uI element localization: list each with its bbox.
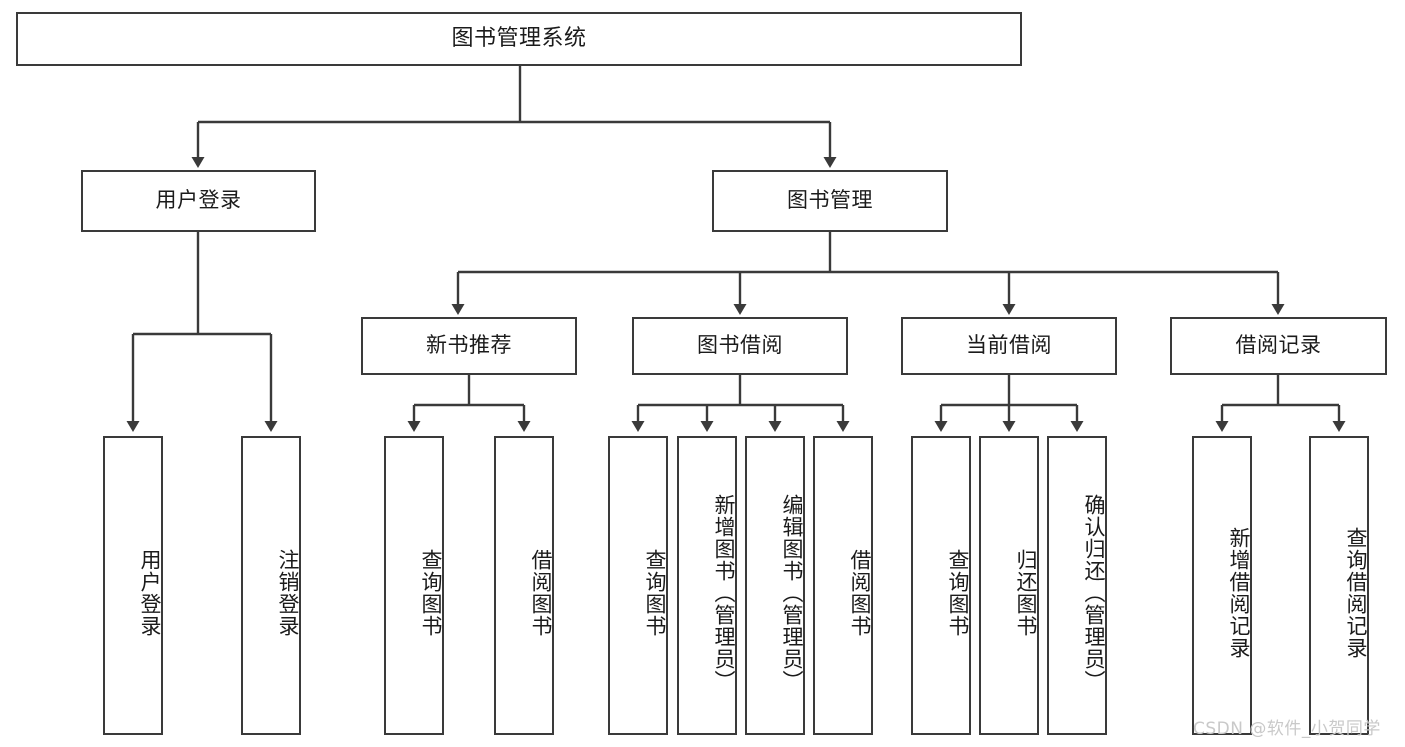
node-root-system[interactable]: 图书管理系统: [16, 12, 1022, 66]
leaf-query-book-new[interactable]: 查询图书: [384, 436, 444, 735]
node-label: 确认归还（管理员）: [1082, 493, 1106, 692]
node-borrow-record[interactable]: 借阅记录: [1170, 317, 1387, 375]
node-user-login[interactable]: 用户登录: [81, 170, 316, 232]
leaf-query-book-borrow[interactable]: 查询图书: [608, 436, 668, 735]
leaf-borrow-book[interactable]: 借阅图书: [813, 436, 873, 735]
node-book-borrow[interactable]: 图书借阅: [632, 317, 848, 375]
node-label: 借阅图书: [848, 548, 872, 637]
csdn-watermark: CSDN @软件_小贺同学: [1193, 719, 1381, 739]
leaf-query-book-current[interactable]: 查询图书: [911, 436, 971, 735]
node-label: 用户登录: [155, 188, 242, 213]
node-label: 新增图书（管理员）: [712, 493, 736, 692]
node-label: 借阅记录: [1235, 333, 1322, 358]
node-label: 查询图书: [419, 548, 443, 637]
leaf-edit-book-admin[interactable]: 编辑图书（管理员）: [745, 436, 805, 735]
node-label: 查询图书: [946, 548, 970, 637]
node-label: 查询图书: [643, 548, 667, 637]
leaf-user-login[interactable]: 用户登录: [103, 436, 163, 735]
node-label: 新增借阅记录: [1227, 526, 1251, 659]
node-label: 图书借阅: [697, 333, 783, 358]
node-label: 归还图书: [1014, 548, 1038, 637]
leaf-add-book-admin[interactable]: 新增图书（管理员）: [677, 436, 737, 735]
leaf-query-borrow-record[interactable]: 查询借阅记录: [1309, 436, 1369, 735]
node-label: 图书管理: [787, 188, 873, 213]
node-current-borrow[interactable]: 当前借阅: [901, 317, 1117, 375]
node-label: 用户登录: [138, 548, 162, 637]
node-new-book-recommend[interactable]: 新书推荐: [361, 317, 577, 375]
node-book-management[interactable]: 图书管理: [712, 170, 948, 232]
node-label: 查询借阅记录: [1344, 526, 1368, 659]
node-label: 注销登录: [276, 548, 300, 637]
leaf-add-borrow-record[interactable]: 新增借阅记录: [1192, 436, 1252, 735]
leaf-confirm-return-admin[interactable]: 确认归还（管理员）: [1047, 436, 1107, 735]
leaf-logout-login[interactable]: 注销登录: [241, 436, 301, 735]
node-label: 图书管理系统: [451, 25, 587, 51]
node-label: 编辑图书（管理员）: [780, 493, 804, 692]
leaf-borrow-book-new[interactable]: 借阅图书: [494, 436, 554, 735]
node-label: 当前借阅: [966, 333, 1052, 358]
node-label: 借阅图书: [529, 548, 553, 637]
leaf-return-book[interactable]: 归还图书: [979, 436, 1039, 735]
node-label: 新书推荐: [426, 333, 512, 358]
